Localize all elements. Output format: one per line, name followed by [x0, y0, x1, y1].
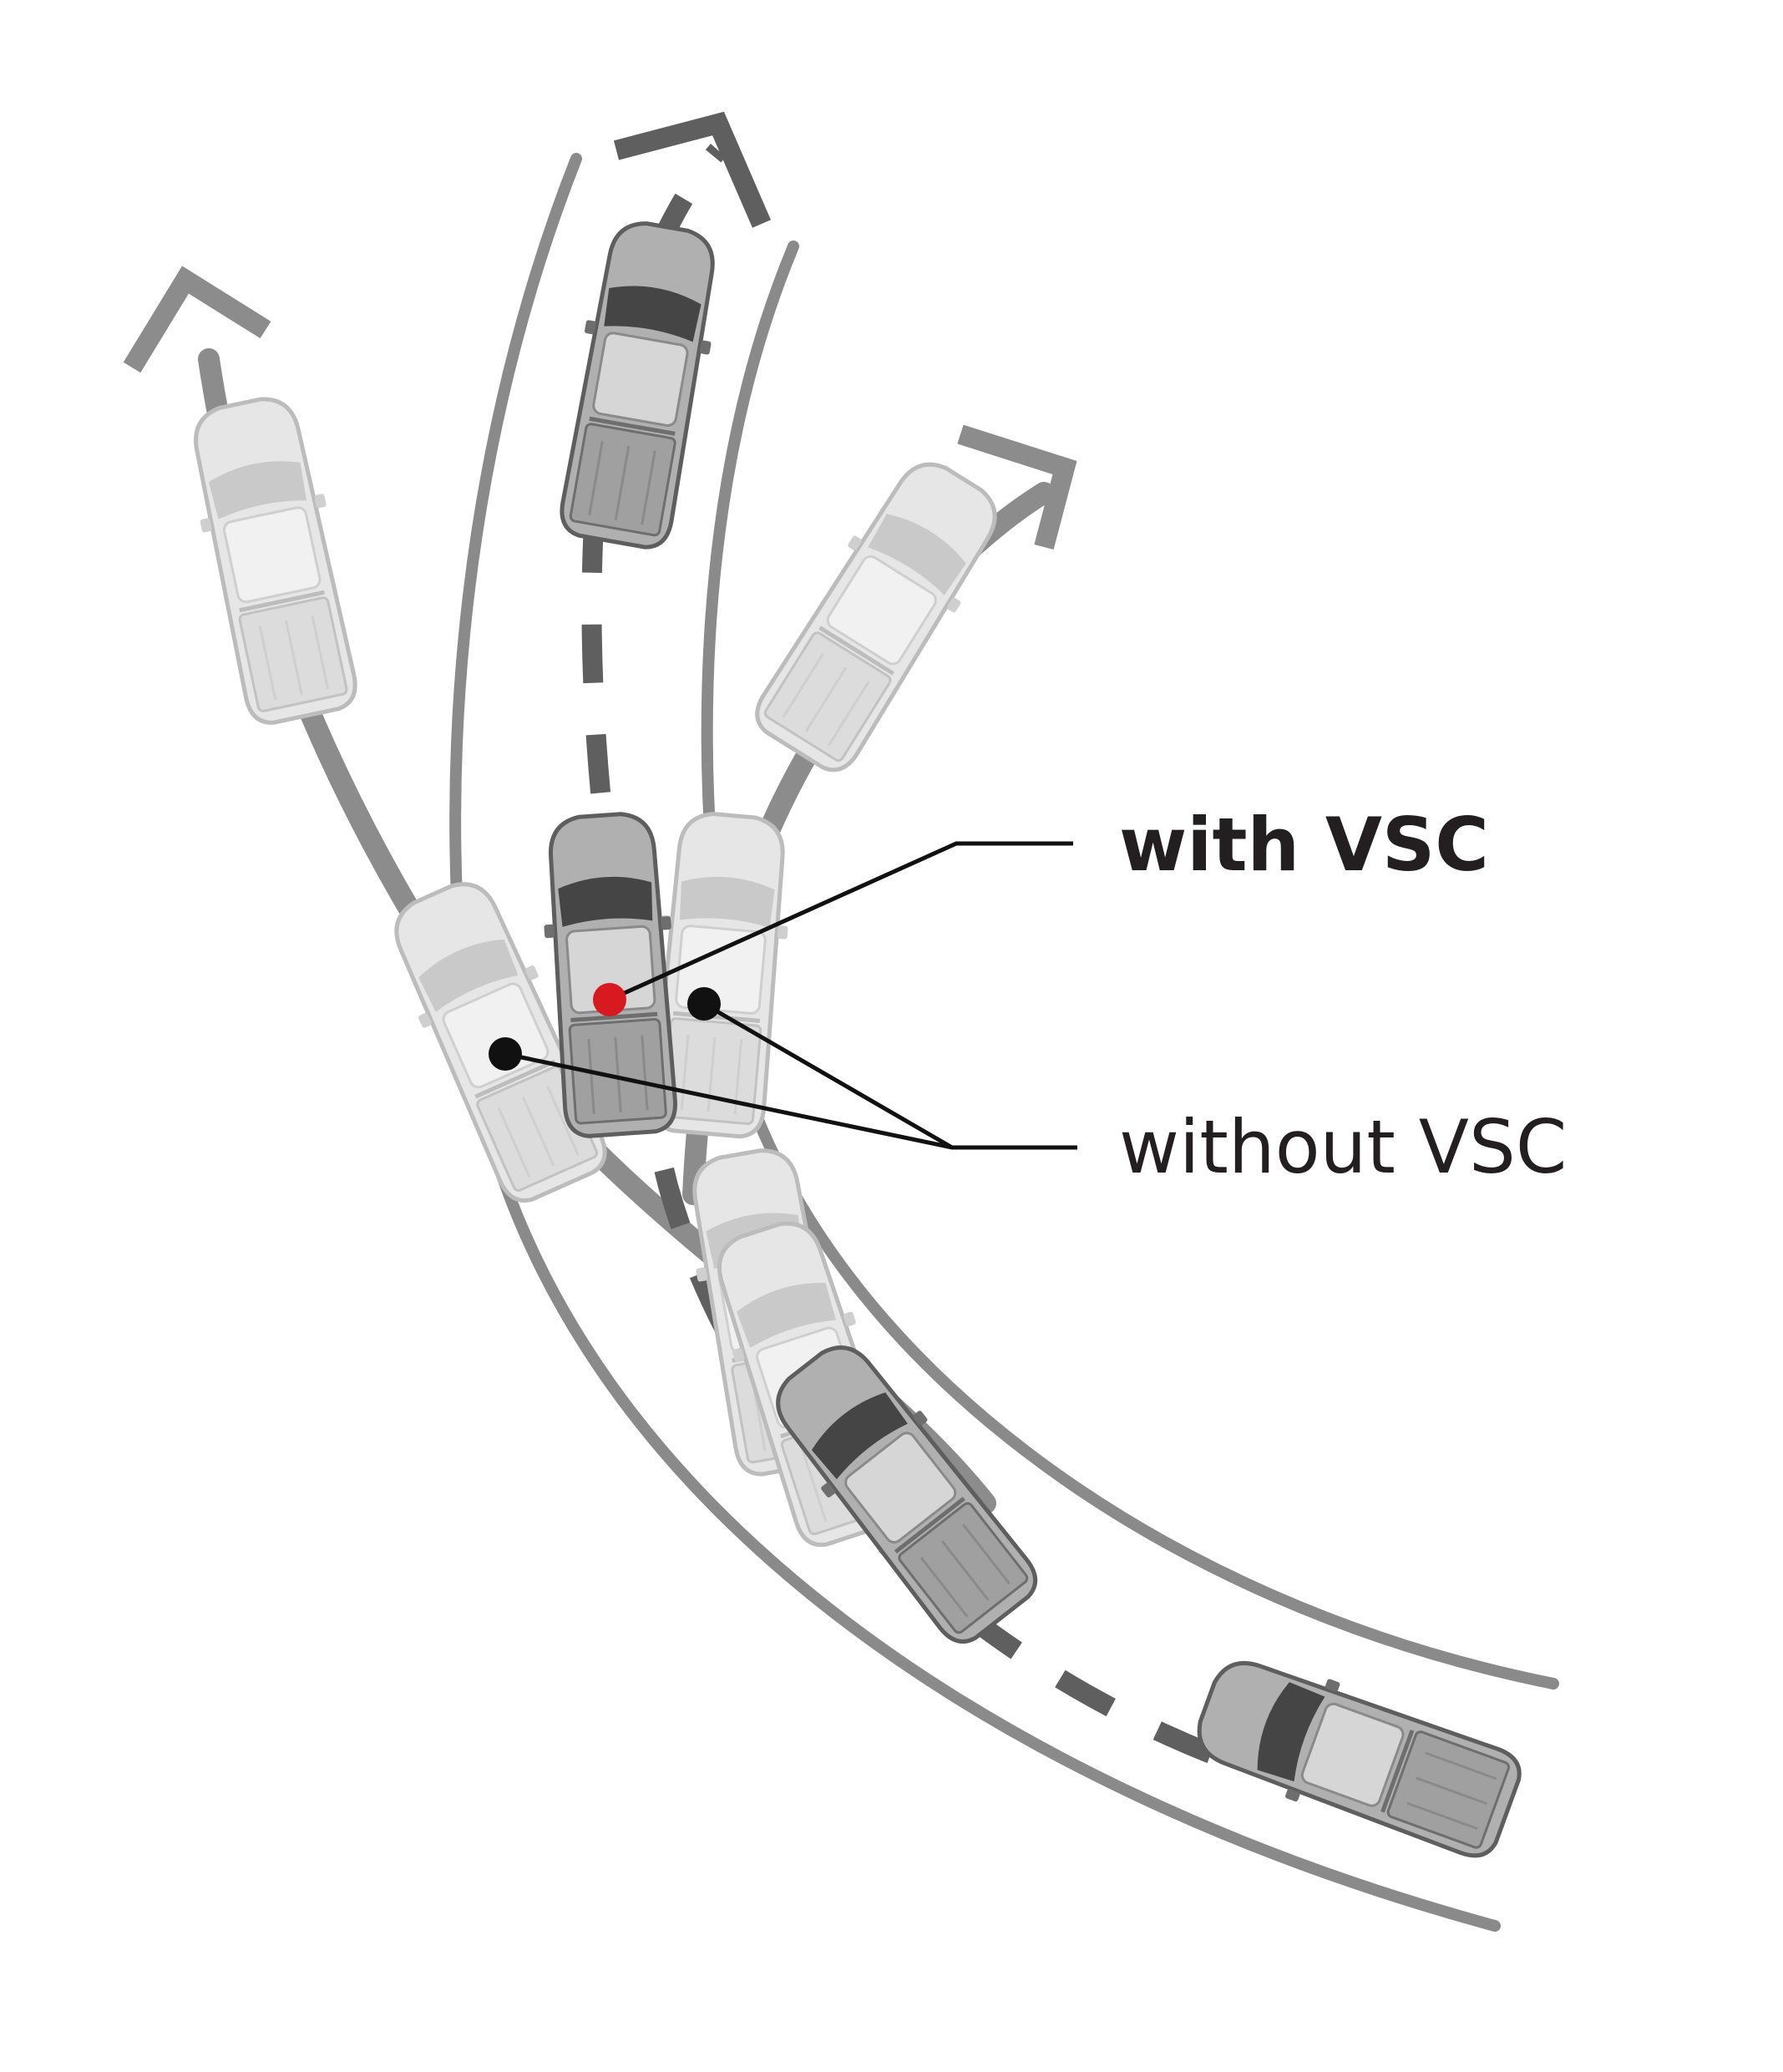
leader-line-without-vsc-2	[702, 1001, 954, 1150]
marker-with-vsc	[593, 983, 626, 1016]
truck-with-vsc-exit	[550, 216, 730, 553]
arrow-head-understeer-icon	[957, 424, 1077, 550]
marker-without-vsc-1	[489, 1037, 522, 1071]
leader-line-with-vsc	[608, 841, 1073, 1002]
truck-oversteer-top	[178, 390, 368, 728]
arrow-head-oversteer-icon	[123, 266, 271, 373]
truck-understeer-top	[741, 446, 1017, 784]
marker-without-vsc-2	[687, 987, 721, 1021]
label-with-vsc: with VSC	[1119, 802, 1489, 888]
label-without-vsc: without VSC	[1119, 1104, 1567, 1190]
arrow-head-with-vsc-icon	[613, 111, 772, 228]
